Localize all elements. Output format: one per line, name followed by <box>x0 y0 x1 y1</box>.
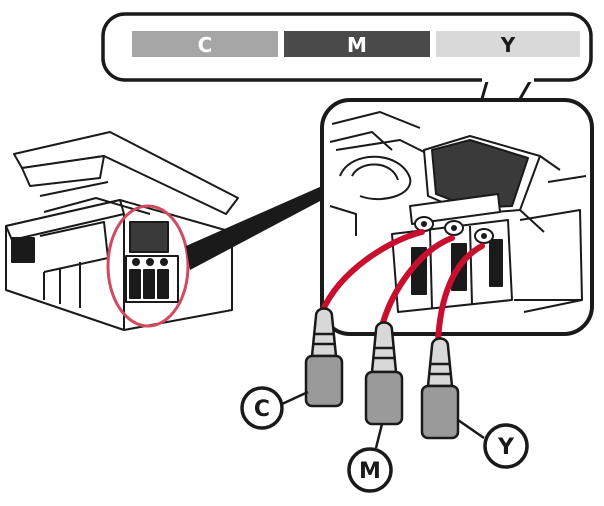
ink-tube-y <box>435 243 485 345</box>
color-bar-label-m: M <box>347 33 367 57</box>
bottle-label-m: M <box>347 423 393 493</box>
ink-bottle-m <box>364 321 404 426</box>
bottle-label-m-text: M <box>359 459 381 484</box>
ink-bottle-y <box>420 337 460 440</box>
color-bar-c <box>132 31 278 57</box>
color-bar-y <box>436 31 580 57</box>
ink-tank-closeup <box>320 98 594 336</box>
printer-illustration <box>5 131 239 331</box>
bottle-label-y: Y <box>457 418 529 469</box>
zoom-wedge <box>186 186 322 270</box>
color-order-panel: C M Y <box>101 12 593 188</box>
ink-tube-m <box>379 235 455 329</box>
bottle-label-c: C <box>240 386 309 430</box>
color-bar-label-y: Y <box>500 33 516 57</box>
color-bar-label-c: C <box>198 33 213 57</box>
ink-tube-c <box>319 229 425 315</box>
tank-highlight-ring <box>106 204 190 328</box>
ink-tubes <box>319 229 485 345</box>
ink-bottle-c <box>304 307 344 408</box>
bottle-label-y-text: Y <box>497 435 515 460</box>
color-bar-m <box>284 31 430 57</box>
bottle-label-c-text: C <box>254 397 270 422</box>
